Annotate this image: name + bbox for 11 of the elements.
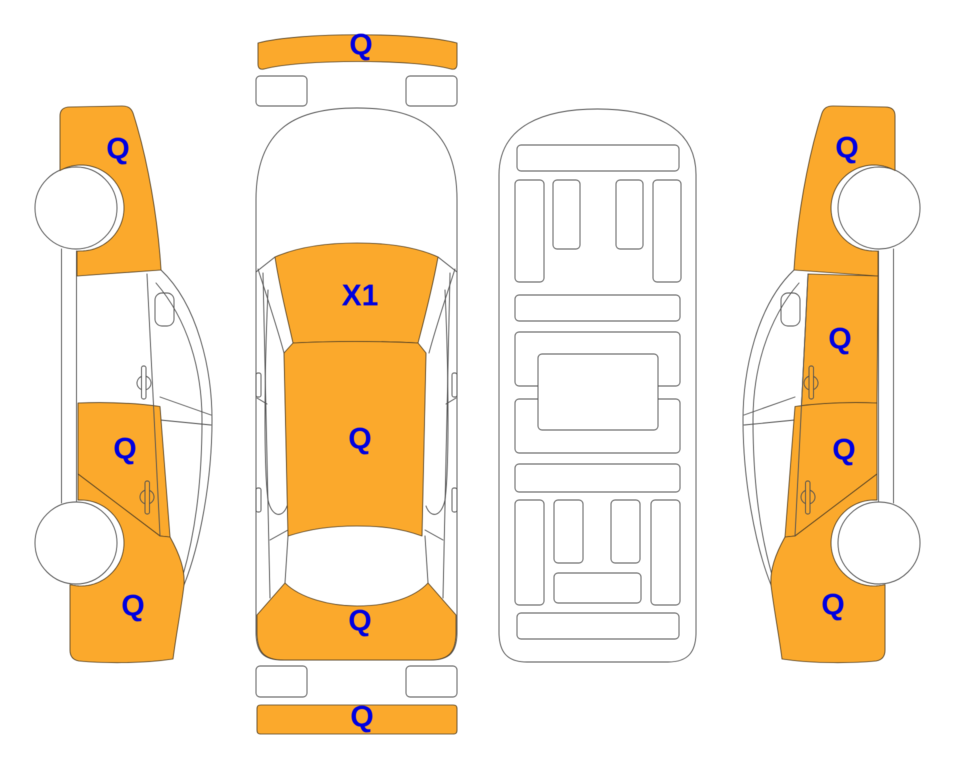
car-panel: Q (801, 274, 878, 407)
car-panel: Q (60, 106, 162, 276)
car-panel: Q (256, 704, 458, 734)
car-panel: Q (258, 34, 458, 70)
car-panel: Q (284, 341, 426, 536)
car-panel: Q (78, 402, 170, 538)
car-panel: Q (256, 582, 456, 660)
car-panel: Q (770, 474, 886, 664)
car-panel: X1 (274, 242, 438, 344)
car-panel: Q (794, 106, 896, 276)
car-panel: Q (70, 474, 185, 664)
